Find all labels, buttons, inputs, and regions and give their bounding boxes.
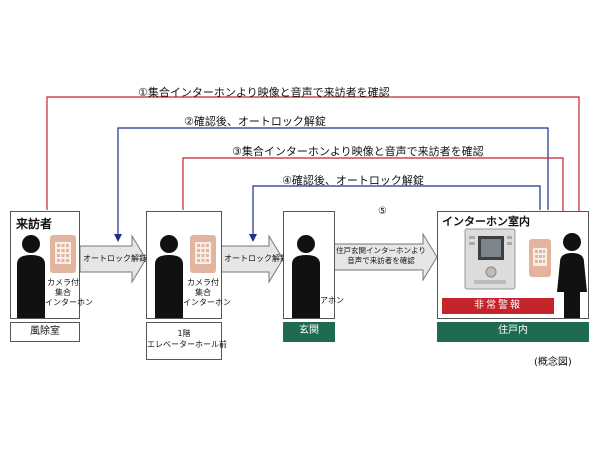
- camera-intercom-label-2: カメラ付集合インターホン: [183, 278, 231, 307]
- resident-person-icon: [557, 233, 587, 318]
- emergency-alarm-badge: 非常警報: [442, 298, 554, 314]
- monitor-device-icon: [464, 228, 516, 290]
- step3-line: [182, 157, 564, 217]
- room-title: インターホン室内: [442, 215, 530, 228]
- concept-note: (概念図): [534, 357, 572, 368]
- place-entrance: 玄関: [283, 322, 335, 342]
- step3-label: ③集合インターホンより映像と音声で来訪者を確認: [232, 145, 484, 158]
- block-arrow-1: [79, 234, 147, 284]
- arrow2-label: オートロック解錠: [224, 254, 288, 263]
- room-intercom-icon: [529, 239, 551, 277]
- block-arrow-3: [333, 232, 438, 282]
- place-dwelling: 住戸内: [437, 322, 589, 342]
- step1-label: ①集合インターホンより映像と音声で来訪者を確認: [138, 86, 390, 99]
- intercom-panel-icon: [50, 235, 76, 273]
- visitor-person-icon-3: [292, 235, 320, 318]
- visitor-person-icon: [17, 235, 45, 318]
- place-elevator-hall: 1階エレベーターホール前: [146, 322, 227, 360]
- elevator-hall-box: カメラ付集合インターホン: [146, 211, 231, 319]
- block-arrow-2: [220, 234, 284, 284]
- place-windbreak: 風除室: [10, 322, 80, 342]
- arrow3-label: 住戸玄関インターホンより音声で来訪者を確認: [336, 246, 426, 265]
- intercom-panel-icon-2: [190, 235, 216, 273]
- visitor-title: 来訪者: [16, 217, 53, 231]
- room-box: インターホン室内 非常警報: [437, 211, 589, 319]
- step2-arrowhead: [114, 234, 122, 242]
- step4-arrowhead: [249, 234, 257, 242]
- step1-line: [46, 96, 580, 217]
- entrance-box: ドアホン: [283, 211, 344, 319]
- camera-intercom-label-1: カメラ付集合インターホン: [45, 278, 93, 307]
- step4-line: [252, 185, 541, 238]
- visitor-box: 来訪者 カメラ付集合インターホン: [10, 211, 93, 319]
- doorphone-label: ドアホン: [312, 296, 344, 305]
- visitor-person-icon-2: [155, 235, 183, 318]
- step5-label: ⑤: [378, 206, 387, 217]
- arrow1-label: オートロック解錠: [83, 254, 147, 263]
- step4-label: ④確認後、オートロック解錠: [282, 174, 424, 187]
- step2-line: [117, 127, 549, 238]
- step2-label: ②確認後、オートロック解錠: [184, 115, 326, 128]
